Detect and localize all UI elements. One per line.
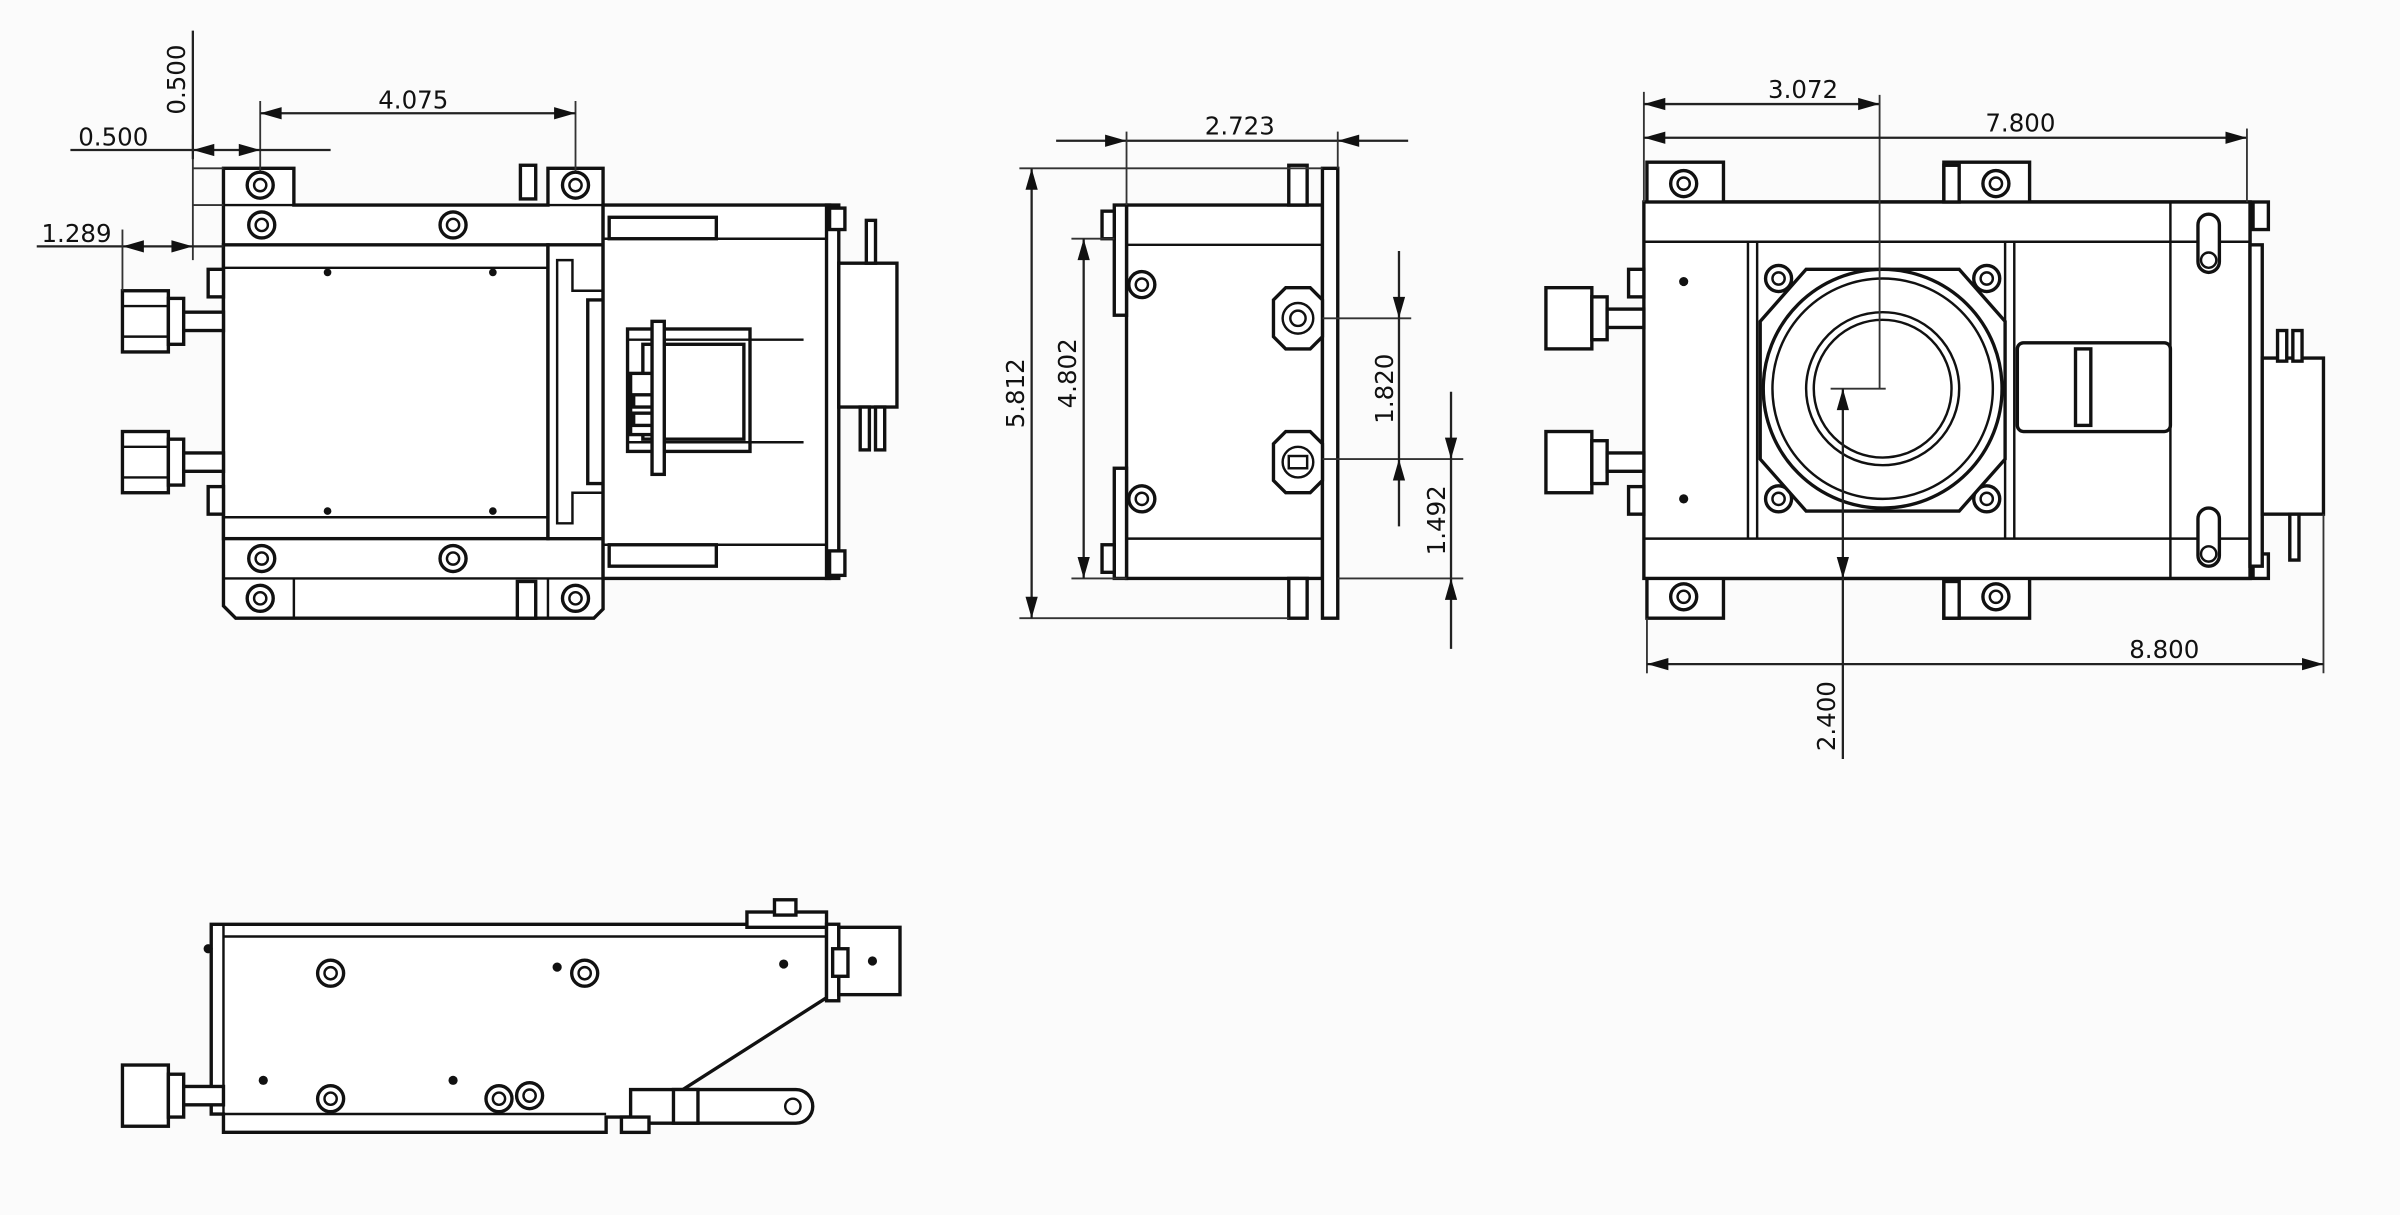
side-view: 2.723 5.812 4.802 1.820 1.492 — [1001, 112, 1464, 649]
dim-1492: 1.492 — [1422, 485, 1451, 555]
dim-1289: 1.289 — [41, 219, 111, 248]
plan-connector-upper — [1544, 285, 1646, 351]
bottom-view — [120, 898, 902, 1135]
connector-left-upper — [120, 289, 226, 354]
dim-2400: 2.400 — [1812, 681, 1841, 751]
dim-4075: 4.075 — [378, 86, 448, 115]
dim-8800: 8.800 — [2129, 635, 2199, 664]
front-dimensions: 4.075 0.500 0.500 1.289 — [36, 30, 577, 291]
plan-view: 3.072 7.800 8.800 2.400 — [1544, 75, 2326, 759]
bottom-connector — [120, 1063, 226, 1128]
dim-7800: 7.800 — [1985, 109, 2055, 138]
plan-connector-lower — [1544, 429, 1646, 495]
side-connector-upper — [1271, 285, 1325, 351]
plan-dimensions: 3.072 7.800 8.800 2.400 — [1642, 75, 2325, 759]
slot-top — [2196, 212, 2222, 275]
dim-0500-vertical: 0.500 — [162, 45, 191, 115]
side-connector-lower — [1271, 429, 1325, 495]
slot-bottom — [2196, 506, 2222, 568]
side-dimensions: 2.723 5.812 4.802 1.820 1.492 — [1001, 112, 1464, 649]
dim-3072: 3.072 — [1768, 75, 1838, 104]
dim-2723: 2.723 — [1205, 112, 1275, 141]
connector-left-lower — [120, 429, 226, 495]
front-view: 4.075 0.500 0.500 1.289 — [36, 30, 899, 620]
dim-4802: 4.802 — [1053, 338, 1082, 408]
dim-0500-horizontal: 0.500 — [78, 122, 148, 151]
center-bore — [1758, 267, 2007, 513]
dim-5812: 5.812 — [1001, 358, 1030, 428]
dim-1820: 1.820 — [1370, 354, 1399, 424]
